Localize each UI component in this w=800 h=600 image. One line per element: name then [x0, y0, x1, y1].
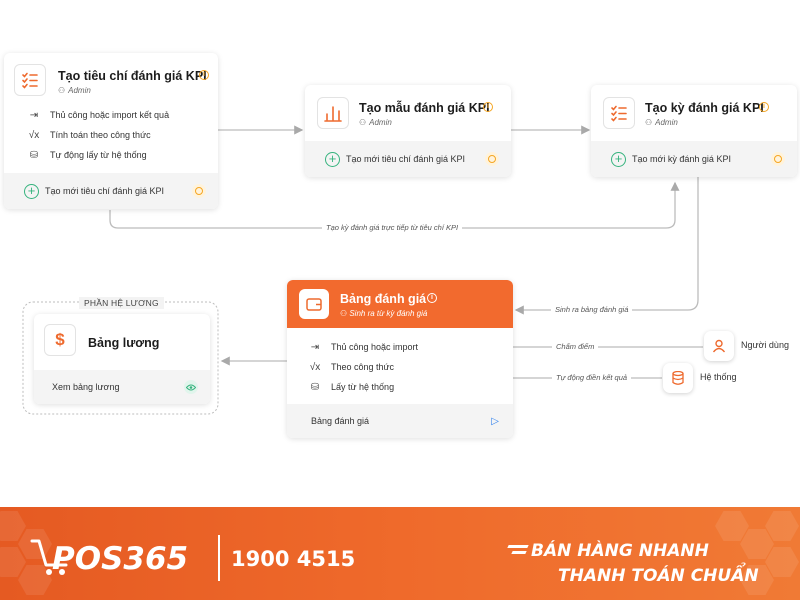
- hotline: 1900 4515: [231, 547, 356, 571]
- create-template-button[interactable]: + Tạo mới tiêu chí đánh giá KPI: [305, 141, 511, 177]
- bar-chart-icon: [317, 97, 349, 129]
- card-bang-danh-gia[interactable]: Bảng đánh giá i ⚇ Sinh ra từ kỳ đánh giá…: [287, 280, 513, 438]
- clock-icon: [192, 184, 206, 198]
- list-item: ⛁Tự động lấy từ hệ thống: [29, 149, 147, 161]
- database-icon: ⛁: [29, 149, 39, 161]
- card-title: Bảng lương: [88, 336, 160, 350]
- formula-icon: √x: [309, 361, 321, 373]
- divider: [218, 535, 220, 581]
- info-icon[interactable]: i: [199, 70, 209, 80]
- user-icon: ⚇: [645, 118, 653, 127]
- formula-icon: √x: [28, 129, 40, 141]
- slogan-stripes: [507, 545, 529, 554]
- card-tao-ky[interactable]: Tạo kỳ đánh giá KPI i ⚇Admin + Tạo mới k…: [591, 85, 797, 177]
- slogan-line-1: BÁN HÀNG NHANH: [531, 541, 709, 561]
- connector-card3-bangdg: [514, 177, 699, 315]
- import-icon: ⇥: [29, 109, 39, 121]
- user-icon: ⚇: [58, 86, 66, 95]
- label-sinh-ra: Sinh ra bảng đánh giá: [551, 305, 633, 314]
- info-icon[interactable]: i: [427, 293, 437, 303]
- view-payroll-button[interactable]: Xem bảng lương: [34, 370, 210, 404]
- play-icon[interactable]: ▷: [491, 415, 499, 427]
- clock-icon: [485, 152, 499, 166]
- card-title: Tạo mẫu đánh giá KPI: [359, 101, 490, 115]
- plus-icon: +: [325, 151, 340, 167]
- user-actor-icon: [704, 331, 734, 361]
- plus-icon: +: [24, 183, 39, 199]
- import-icon: ⇥: [310, 341, 320, 353]
- slogan-line-2: THANH TOÁN CHUẨN: [558, 566, 759, 586]
- card-source: ⚇ Sinh ra từ kỳ đánh giá: [340, 309, 428, 318]
- system-actor-label: Hệ thống: [700, 372, 737, 382]
- list-item: ⛁Lấy từ hệ thống: [310, 381, 395, 393]
- eye-icon[interactable]: [184, 380, 198, 394]
- create-criteria-button[interactable]: + Tạo mới tiêu chí đánh giá KPI: [4, 173, 218, 209]
- button-label: Tạo mới kỳ đánh giá KPI: [632, 154, 731, 164]
- system-actor-icon: [663, 363, 693, 393]
- card-title: Tạo tiêu chí đánh giá KPI: [58, 69, 207, 83]
- card-tao-mau[interactable]: Tạo mẫu đánh giá KPI i ⚇Admin + Tạo mới …: [305, 85, 511, 177]
- card-author: ⚇Admin: [359, 118, 392, 127]
- button-label: Tạo mới tiêu chí đánh giá KPI: [346, 154, 465, 164]
- button-label: Xem bảng lương: [52, 382, 120, 392]
- info-icon[interactable]: i: [759, 102, 769, 112]
- cart-icon: [30, 537, 72, 582]
- group-outline: [22, 301, 219, 415]
- open-evaluation-button[interactable]: Bảng đánh giá ▷: [287, 404, 513, 438]
- brand-logo: POS365: [52, 541, 189, 577]
- brand-footer: POS365 1900 4515 BÁN HÀNG NHANH THANH TO…: [0, 507, 800, 600]
- user-icon: ⚇: [340, 309, 350, 318]
- clock-icon: [771, 152, 785, 166]
- card-bang-luong[interactable]: $ Bảng lương Xem bảng lương: [34, 314, 210, 404]
- list-item: ⇥Thủ công hoặc import: [310, 341, 419, 353]
- card-tao-tieu-chi[interactable]: Tạo tiêu chí đánh giá KPI i ⚇Admin ⇥Thủ …: [4, 53, 218, 209]
- user-actor-label: Người dùng: [741, 340, 789, 350]
- database-icon: ⛁: [310, 381, 320, 393]
- label-cham-diem: Chấm điểm: [552, 342, 599, 351]
- group-label: PHẦN HỆ LƯƠNG: [79, 297, 164, 309]
- checklist-icon: [603, 97, 635, 129]
- button-label: Tạo mới tiêu chí đánh giá KPI: [45, 186, 164, 196]
- info-icon[interactable]: i: [483, 102, 493, 112]
- list-item: ⇥Thủ công hoặc import kết quả: [29, 109, 170, 121]
- card-author: ⚇Admin: [645, 118, 678, 127]
- dollar-icon: $: [44, 324, 76, 356]
- create-period-button[interactable]: + Tạo mới kỳ đánh giá KPI: [591, 141, 797, 177]
- wallet-icon: [299, 289, 329, 319]
- checklist-icon: [14, 64, 46, 96]
- user-icon: ⚇: [359, 118, 367, 127]
- button-label: Bảng đánh giá: [311, 416, 370, 426]
- card-header: Bảng đánh giá i ⚇ Sinh ra từ kỳ đánh giá: [287, 280, 513, 328]
- label-bottom-loop: Tạo kỳ đánh giá trực tiếp từ tiêu chí KP…: [322, 223, 463, 232]
- card-title: Tạo kỳ đánh giá KPI: [645, 101, 764, 115]
- card-title: Bảng đánh giá: [340, 292, 427, 306]
- plus-icon: +: [611, 151, 626, 167]
- label-tu-dong: Tự động điền kết quả: [552, 373, 632, 382]
- card-author: ⚇Admin: [58, 86, 91, 95]
